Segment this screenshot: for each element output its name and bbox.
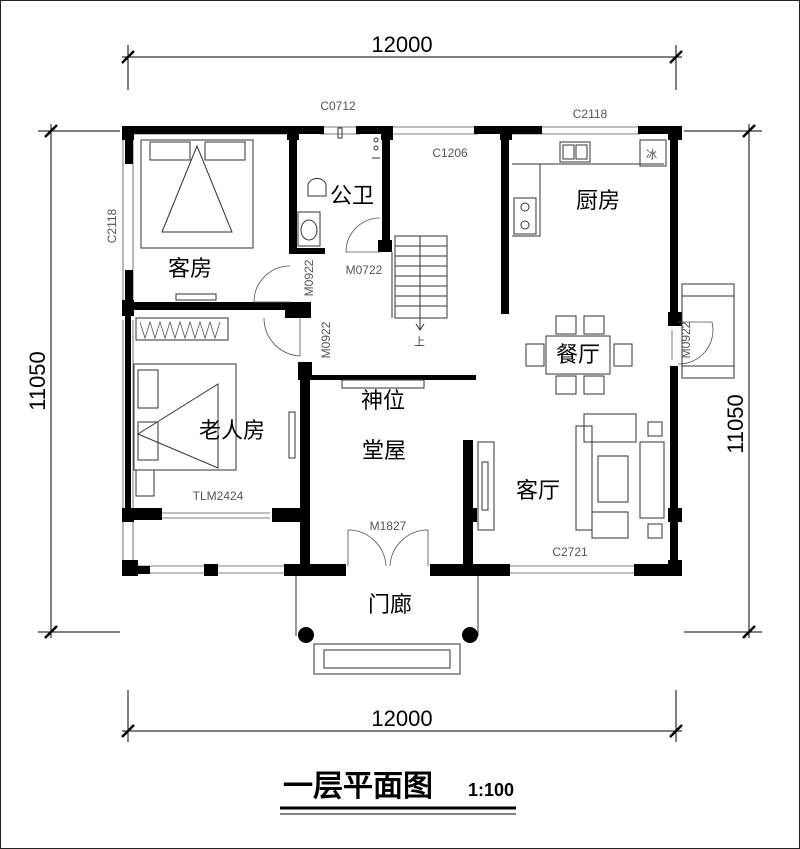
code-tlm2424: TLM2424 bbox=[193, 489, 244, 503]
drawing-title: 一层平面图 1:100 bbox=[280, 769, 516, 815]
code-c1206: C1206 bbox=[432, 146, 468, 160]
code-c2118-top: C2118 bbox=[573, 107, 608, 121]
code-m0722: M0722 bbox=[346, 263, 383, 277]
room-label-public-toilet: 公卫 bbox=[330, 184, 374, 209]
kitchen-counter: 冰 bbox=[512, 139, 667, 237]
toilet-fixtures bbox=[297, 127, 380, 247]
code-m0922-b: M0922 bbox=[319, 321, 333, 358]
shrine-table bbox=[341, 379, 425, 389]
room-label-kitchen: 厨房 bbox=[576, 189, 620, 214]
dimension-right-value: 11050 bbox=[723, 394, 748, 454]
stair-up-mark: 上 bbox=[414, 335, 425, 348]
elder-room-wardrobe bbox=[135, 317, 229, 341]
room-label-living-room: 客厅 bbox=[516, 479, 560, 504]
room-label-guest-room: 客房 bbox=[168, 257, 212, 282]
walls bbox=[122, 126, 682, 576]
code-c0712: C0712 bbox=[320, 99, 356, 113]
doors bbox=[253, 217, 714, 567]
living-room-sofa bbox=[477, 413, 665, 539]
title-text: 一层平面图 bbox=[283, 769, 433, 804]
room-label-elder-room: 老人房 bbox=[199, 419, 265, 444]
code-m0922-c: M0922 bbox=[679, 321, 693, 358]
dimension-right: 11050 bbox=[684, 124, 762, 639]
porch bbox=[295, 576, 479, 675]
elder-room-bed bbox=[133, 363, 296, 497]
room-label-main-hall: 堂屋 bbox=[362, 439, 406, 464]
dining-table bbox=[525, 315, 633, 395]
code-c2118-left: C2118 bbox=[105, 208, 119, 243]
title-scale: 1:100 bbox=[468, 780, 514, 800]
dimension-bottom-value: 12000 bbox=[371, 706, 432, 731]
code-m0922-a: M0922 bbox=[302, 259, 316, 296]
room-label-dining: 餐厅 bbox=[556, 343, 600, 368]
fridge-label: 冰 bbox=[646, 148, 657, 161]
code-m1827: M1827 bbox=[370, 519, 407, 533]
dimension-left: 11050 bbox=[25, 124, 120, 639]
staircase: 上 bbox=[394, 235, 448, 348]
guest-room-bed bbox=[140, 139, 254, 301]
room-label-porch: 门廊 bbox=[368, 593, 412, 618]
dimension-top: 12000 bbox=[121, 32, 683, 90]
side-steps bbox=[681, 283, 735, 379]
dimension-bottom: 12000 bbox=[121, 690, 683, 742]
dimension-left-value: 11050 bbox=[25, 351, 50, 411]
room-label-shrine: 神位 bbox=[361, 389, 405, 414]
dimension-top-value: 12000 bbox=[371, 32, 432, 57]
code-c2721: C2721 bbox=[552, 545, 588, 559]
